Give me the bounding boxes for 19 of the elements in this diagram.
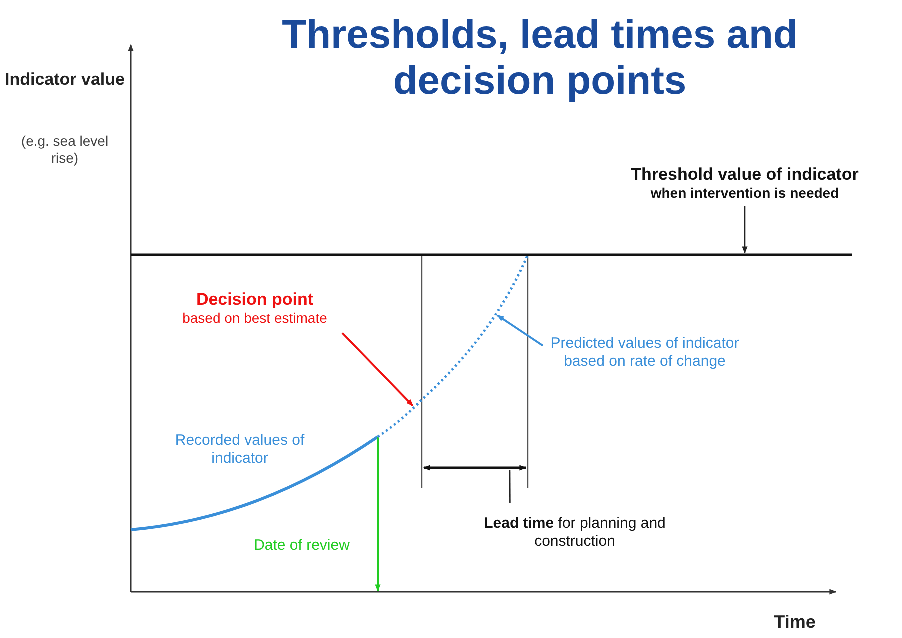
- dimension-line: [423, 465, 527, 471]
- annotation-text: Lead time for planning and construction: [483, 515, 667, 551]
- annotation-subtext: when intervention is needed: [650, 185, 840, 202]
- marker-label: Date of review: [253, 537, 351, 555]
- annotation-text: Predicted values of indicator based on rate of change: [550, 335, 740, 371]
- axis-title: Indicator value: [5, 70, 125, 90]
- arrow: [742, 206, 748, 254]
- axis-subtitle: (e.g. sea level rise): [20, 133, 110, 167]
- title: Thresholds, lead times and decision points: [281, 12, 799, 104]
- arrow: [342, 332, 414, 407]
- arrow: [497, 314, 544, 347]
- predicted-curve: [377, 254, 530, 438]
- axis-title: Time: [773, 612, 817, 634]
- threshold-line: [131, 254, 852, 256]
- curve-label: Recorded values of indicator: [174, 432, 306, 468]
- annotation-text: Decision point: [195, 290, 315, 310]
- annotation-text: Threshold value of indicator: [630, 165, 860, 186]
- annotation-subtext: based on best estimate: [182, 310, 328, 328]
- leader-line: [509, 470, 511, 503]
